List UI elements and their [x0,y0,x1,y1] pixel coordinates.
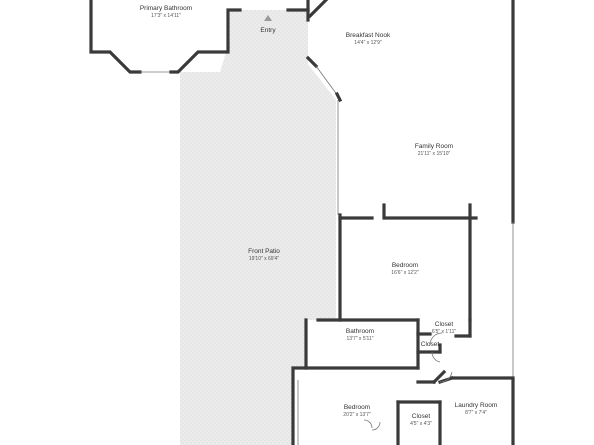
nook-bay-wall [305,55,319,69]
room-label-bedroom-2: Bedroom [343,404,371,411]
room-label-closet-3: Closet [411,413,431,420]
room-dims-laundry-room: 8'7" x 7'4" [465,410,487,416]
room-dims-front-patio: 19'10" x 69'4" [248,256,280,262]
entry-arrow-icon [264,15,272,21]
room-label-front-patio: Front Patio [248,248,280,255]
room-dims-family-room: 21'11" x 15'10" [417,151,451,157]
room-dims-primary-bathroom: 17'3" x 14'11" [151,13,181,19]
front-patio-area [180,10,336,445]
laundry-door-arc [439,371,453,383]
laundry-wall [431,369,447,385]
primary-bathroom-wall-right [169,8,242,74]
room-dims-closet-1: 6'5" x 1'11" [431,329,457,335]
room-dims-bathroom: 13'7" x 5'11" [346,336,374,342]
bedroom-2-door-arc [363,419,373,429]
closet-door-arc [429,332,443,346]
room-label-closet-2: Closet [420,341,440,348]
room-label-entry: Entry [260,27,276,34]
nook-bay-window [315,65,339,97]
closet-2-door-arc [431,351,441,363]
room-label-primary-bathroom: Primary Bathroom [139,5,193,12]
bedroom-2-door-arc-2 [371,421,381,431]
breakfast-nook-diagonal-wall [307,0,329,19]
nook-bay-wall-end [334,91,343,103]
room-label-family-room: Family Room [414,143,454,150]
room-label-bathroom: Bathroom [345,328,375,335]
room-dims-breakfast-nook: 14'4" x 12'9" [354,40,382,46]
room-label-laundry-room: Laundry Room [454,402,498,409]
room-dims-bedroom-2: 20'2" x 13'7" [343,412,371,418]
primary-bathroom-wall [89,0,142,74]
room-label-closet-1: Closet [434,321,454,328]
bedroom-2-wall [291,366,308,445]
room-label-bedroom: Bedroom [391,262,419,269]
room-label-breakfast-nook: Breakfast Nook [345,32,391,39]
room-dims-closet-3: 4'5" x 4'3" [410,421,432,427]
laundry-door-wall [437,375,455,385]
room-dims-bedroom: 16'6" x 12'2" [391,270,419,276]
